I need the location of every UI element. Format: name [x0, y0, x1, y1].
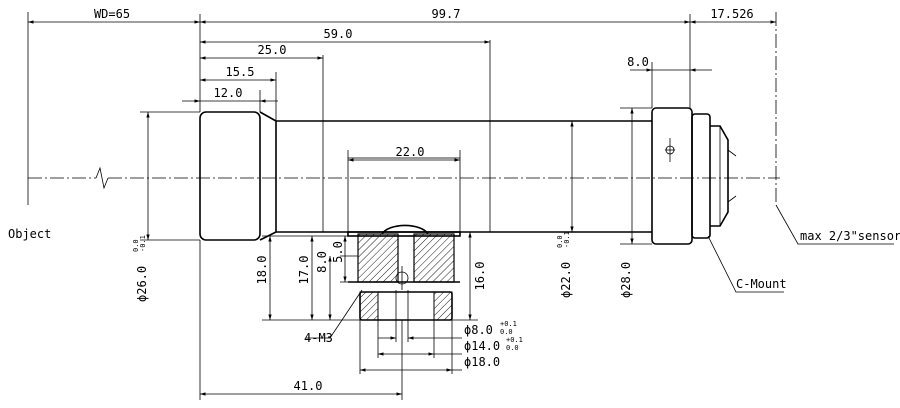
dim-41: 41.0 [294, 379, 323, 393]
dim-dia-14: ϕ14.0 +0.1 0.0 [464, 336, 523, 353]
diameter-symbol: ϕ [559, 291, 573, 298]
svg-text:ϕ8.0: ϕ8.0 [464, 323, 493, 337]
dim-59: 59.0 [324, 27, 353, 41]
dim-15-5: 15.5 [226, 65, 255, 79]
leader-lines [306, 204, 894, 339]
mount-block [347, 157, 461, 321]
dim-22-width: 22.0 [396, 145, 425, 159]
dia-26-tol-lower: -0.1 [139, 235, 147, 252]
diameter-symbol: ϕ [464, 323, 471, 337]
svg-text:ϕ28.0: ϕ28.0 [619, 262, 633, 298]
diameter-symbol: ϕ [464, 339, 471, 353]
dia-22-tol-lower: -0.1 [563, 231, 571, 248]
dim-total-length: 99.7 [432, 7, 461, 21]
dia-8-value: 8.0 [471, 323, 493, 337]
dimension-texts: WD=65 99.7 17.526 59.0 25.0 15.5 12.0 8.… [94, 7, 754, 393]
dia-18-value: 18.0 [471, 355, 500, 369]
dia-14-tol-lower: 0.0 [506, 344, 519, 352]
dim-wd: WD=65 [94, 7, 130, 21]
lens-body [199, 107, 737, 245]
dim-12: 12.0 [214, 86, 243, 100]
diameter-symbol: ϕ [464, 355, 471, 369]
dim-dia-8-bore: ϕ8.0 +0.1 0.0 [464, 320, 517, 337]
dim-dia-26: ϕ26.0 0.0 -0.1 [132, 235, 149, 302]
dia-22-value: 22.0 [559, 262, 573, 291]
dim-flange-back: 17.526 [710, 7, 753, 21]
dia-8-tol-lower: 0.0 [500, 328, 513, 336]
diameter-symbol: ϕ [135, 295, 149, 302]
thread-label: 4-M3 [304, 331, 333, 345]
diameter-symbol: ϕ [619, 291, 633, 298]
optical-axis [28, 166, 780, 190]
dim-dia-22: ϕ22.0 0.0 -0.1 [556, 231, 573, 298]
dia-26-value: 26.0 [135, 266, 149, 295]
dim-25: 25.0 [258, 43, 287, 57]
dim-height-5: 5.0 [331, 241, 345, 263]
dim-height-16: 16.0 [473, 262, 487, 291]
annotation-labels: Object max 2/3"sensor C-Mount 4-M3 [8, 227, 900, 345]
extension-lines [140, 14, 691, 400]
object-label: Object [8, 227, 51, 241]
dim-8-flange: 8.0 [627, 55, 649, 69]
dia-26-tol-upper: 0.0 [132, 239, 140, 252]
dia-14-tol-upper: +0.1 [506, 336, 523, 344]
c-mount-label: C-Mount [736, 277, 787, 291]
dim-height-18: 18.0 [255, 256, 269, 285]
sensor-label: max 2/3"sensor [800, 229, 900, 243]
dim-dia-18: ϕ18.0 [464, 355, 500, 369]
svg-text:ϕ22.0: ϕ22.0 [559, 262, 573, 298]
dia-28-value: 28.0 [619, 262, 633, 291]
svg-text:ϕ18.0: ϕ18.0 [464, 355, 500, 369]
dia-8-tol-upper: +0.1 [500, 320, 517, 328]
svg-text:ϕ14.0: ϕ14.0 [464, 339, 500, 353]
dim-height-17: 17.0 [297, 256, 311, 285]
dia-14-value: 14.0 [471, 339, 500, 353]
dimension-lines [28, 20, 776, 396]
svg-text:ϕ26.0: ϕ26.0 [135, 266, 149, 302]
dia-22-tol-upper: 0.0 [556, 235, 564, 248]
dim-dia-28: ϕ28.0 [619, 262, 633, 298]
dim-height-8: 8.0 [315, 251, 329, 273]
